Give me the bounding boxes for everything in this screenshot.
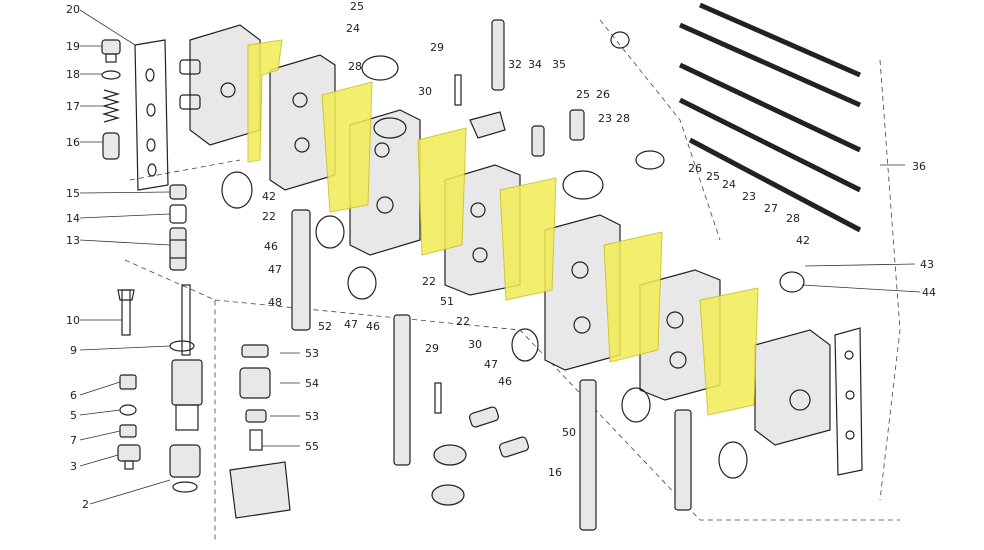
label-46b: 46 [366, 320, 380, 333]
label-29b: 29 [425, 342, 439, 355]
part-17-spring [101, 89, 121, 123]
label-10: 10 [66, 314, 80, 327]
label-35: 35 [552, 58, 566, 71]
label-36: 36 [912, 160, 926, 173]
label-42b: 42 [796, 234, 810, 247]
label-25b: 25 [576, 88, 590, 101]
gasket-highlight-1 [247, 39, 283, 163]
label-30b: 30 [468, 338, 482, 351]
assembly-guide-lines [124, 19, 901, 540]
part-6-nut [119, 374, 137, 390]
label-47b: 47 [344, 318, 358, 331]
label-16b: 16 [548, 466, 562, 479]
label-3: 3 [70, 460, 77, 473]
label-20: 20 [66, 3, 80, 16]
label-16: 16 [66, 136, 80, 149]
label-53: 53 [305, 347, 319, 360]
part-3-fitting [117, 444, 141, 470]
gasket-highlight-4 [499, 177, 557, 301]
label-26b: 26 [688, 162, 702, 175]
part-2-cap [169, 444, 201, 493]
label-9: 9 [70, 344, 77, 357]
gasket-highlight-3 [417, 127, 467, 256]
label-47: 47 [268, 263, 282, 276]
label-18: 18 [66, 68, 80, 81]
gasket-highlight-2 [321, 81, 373, 213]
label-23: 23 [598, 112, 612, 125]
label-54: 54 [305, 377, 319, 390]
label-5: 5 [70, 409, 77, 422]
valve-end-cover-left [179, 24, 261, 146]
gasket-highlight-6 [699, 287, 759, 416]
label-27: 27 [764, 202, 778, 215]
label-42: 42 [262, 190, 276, 203]
label-23b: 23 [742, 190, 756, 203]
label-25c: 25 [706, 170, 720, 183]
label-22c: 22 [456, 315, 470, 328]
label-34: 34 [528, 58, 542, 71]
label-55: 55 [305, 440, 319, 453]
label-43: 43 [920, 258, 934, 271]
label-24b: 24 [722, 178, 736, 191]
part-16-piston [102, 132, 120, 160]
label-24: 24 [346, 22, 360, 35]
label-28: 28 [348, 60, 362, 73]
label-7: 7 [70, 434, 77, 447]
part-15-ring [169, 184, 187, 200]
label-19: 19 [66, 40, 80, 53]
label-22: 22 [262, 210, 276, 223]
label-17: 17 [66, 100, 80, 113]
label-15: 15 [66, 187, 80, 200]
label-52: 52 [318, 320, 332, 333]
label-25: 25 [350, 0, 364, 13]
label-14: 14 [66, 212, 80, 225]
part-19-plug [101, 39, 121, 63]
spools [291, 19, 692, 531]
label-26: 26 [596, 88, 610, 101]
label-48: 48 [268, 296, 282, 309]
part-14-bush [169, 204, 187, 224]
label-51: 51 [440, 295, 454, 308]
seal-rings [221, 31, 805, 479]
part-number-labels: 20 19 18 17 16 15 14 13 10 9 6 5 7 3 2 2… [66, 0, 936, 511]
part-13-sleeve [169, 227, 187, 271]
label-32: 32 [508, 58, 522, 71]
label-6: 6 [70, 389, 77, 402]
label-13: 13 [66, 234, 80, 247]
label-22b: 22 [422, 275, 436, 288]
label-28b: 28 [616, 112, 630, 125]
label-29: 29 [430, 41, 444, 54]
label-28c: 28 [786, 212, 800, 225]
leader-lines [79, 9, 921, 505]
label-47c: 47 [484, 358, 498, 371]
label-2: 2 [82, 498, 89, 511]
label-44: 44 [922, 286, 936, 299]
label-46c: 46 [498, 375, 512, 388]
label-30: 30 [418, 85, 432, 98]
spool-assembly-left [171, 284, 203, 431]
valve-end-cover-right [754, 327, 863, 476]
part-20-bracket [134, 39, 169, 191]
gasket-highlight-5 [603, 231, 663, 363]
label-53b: 53 [305, 410, 319, 423]
part-7-nut [119, 424, 137, 438]
highlighted-gaskets [247, 39, 759, 416]
label-50: 50 [562, 426, 576, 439]
part-10-valve-stem [117, 289, 135, 336]
label-46: 46 [264, 240, 278, 253]
part-18-ring [101, 70, 121, 80]
part-5-washer [119, 404, 137, 416]
misc-parts [229, 55, 604, 519]
tie-rods [678, 2, 862, 233]
